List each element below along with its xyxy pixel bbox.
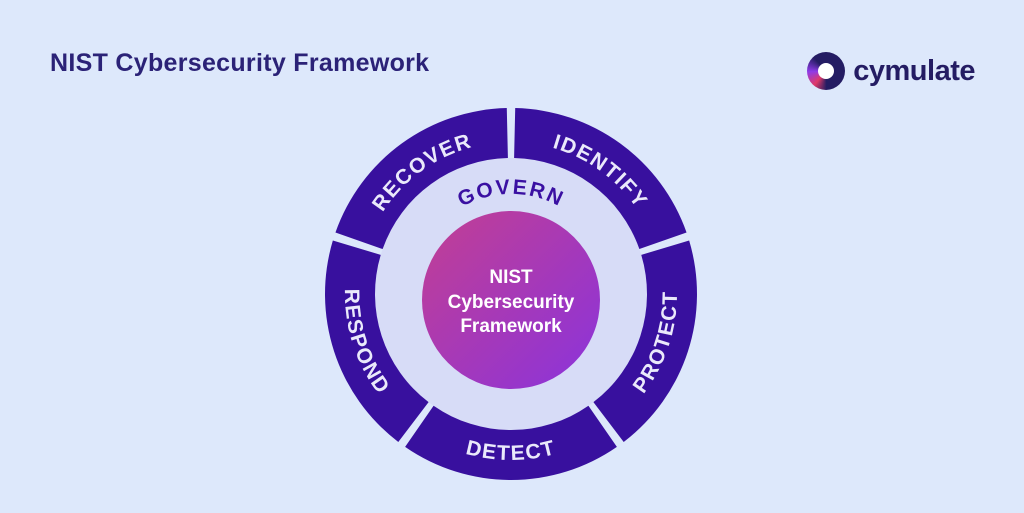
page-title: NIST Cybersecurity Framework: [50, 49, 430, 77]
wheel-center-circle: [422, 211, 600, 389]
segment-recover: [335, 108, 508, 250]
cymulate-logo-icon-hole: [818, 63, 835, 79]
segment-protect: [593, 240, 697, 442]
wheel-center-label-line-2: Cybersecurity: [448, 292, 575, 313]
segment-detect: [405, 405, 617, 481]
wheel-center-label-line-1: NIST: [489, 267, 533, 288]
cymulate-logo-icon: [807, 52, 846, 90]
nist-framework-wheel: IDENTIFY PROTECT DETECT RESPOND RECOVER …: [325, 108, 697, 481]
cymulate-logo: cymulate: [807, 52, 975, 90]
cymulate-logo-text: cymulate: [853, 55, 975, 87]
segment-identify: [514, 108, 687, 250]
segment-respond: [325, 240, 429, 442]
wheel-center-label-line-3: Framework: [460, 316, 562, 337]
